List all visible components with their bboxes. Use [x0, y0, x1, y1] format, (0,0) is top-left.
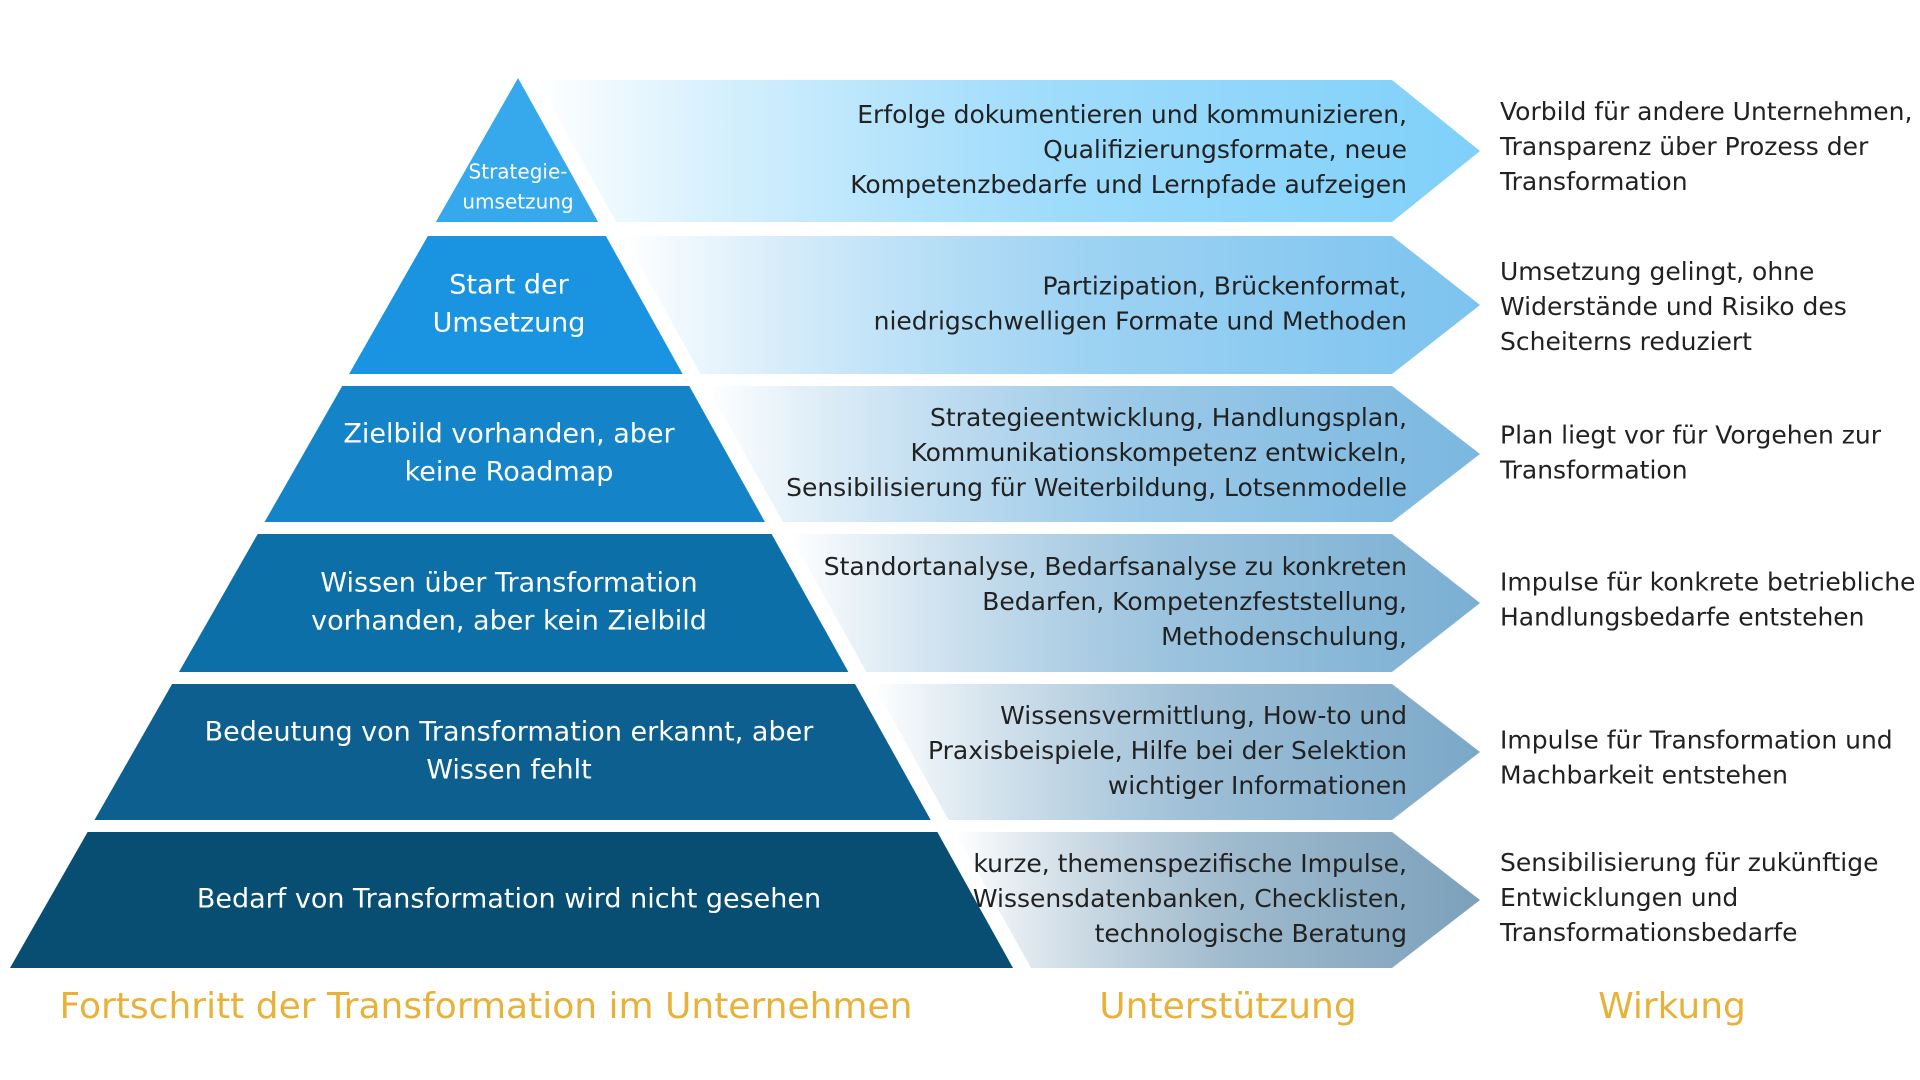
support-arrow	[789, 534, 1480, 672]
pyramid-level-label: Bedarf von Transformation wird nicht ges…	[197, 884, 821, 915]
support-text: kurze, themenspezifische Impulse,	[973, 849, 1407, 878]
pyramid-level-label: Start der	[449, 270, 569, 301]
effect-text: Umsetzung gelingt, ohne	[1500, 257, 1814, 286]
support-text: Standortanalyse, Bedarfsanalyse zu konkr…	[824, 552, 1407, 581]
effect-text: Transformation	[1499, 167, 1688, 196]
support-text: Bedarfen, Kompetenzfeststellung,	[982, 587, 1407, 616]
pyramid-level	[94, 684, 931, 820]
support-text: Strategieentwicklung, Handlungsplan,	[930, 403, 1407, 432]
effect-text: Scheiterns reduziert	[1500, 327, 1752, 356]
footer-labels: Fortschritt der Transformation im Untern…	[60, 986, 1746, 1027]
support-arrow	[623, 236, 1480, 374]
pyramid-level	[435, 78, 599, 222]
support-text: Qualifizierungsformate, neue	[1043, 135, 1407, 164]
pyramid-level-label: Wissen fehlt	[426, 755, 591, 786]
footer-support-label: Unterstützung	[1099, 986, 1356, 1027]
pyramid-level	[264, 386, 765, 522]
effect-text: Transformationsbedarfe	[1499, 918, 1798, 947]
pyramid-level-label: keine Roadmap	[405, 457, 614, 488]
footer-progress-label: Fortschritt der Transformation im Untern…	[60, 986, 913, 1027]
effect-text: Machbarkeit entstehen	[1500, 761, 1788, 790]
pyramid-level-label: Wissen über Transformation	[320, 568, 697, 599]
effect-text: Plan liegt vor für Vorgehen zur	[1500, 421, 1882, 450]
pyramid-level	[10, 832, 1013, 968]
support-text: Erfolge dokumentieren und kommunizieren,	[857, 100, 1407, 129]
support-text: Praxisbeispiele, Hilfe bei der Selektion	[928, 736, 1407, 765]
pyramid-level-label: Umsetzung	[433, 308, 586, 339]
pyramid-level	[178, 534, 849, 672]
effect-text: Vorbild für andere Unternehmen,	[1500, 97, 1912, 126]
support-text: wichtiger Informationen	[1108, 771, 1407, 800]
support-arrows: Erfolge dokumentieren und kommunizieren,…	[537, 80, 1480, 968]
support-text: Wissensdatenbanken, Checklisten,	[973, 884, 1407, 913]
support-arrow	[955, 832, 1480, 968]
effect-text: Widerstände und Risiko des	[1500, 292, 1847, 321]
footer-effect-label: Wirkung	[1598, 986, 1746, 1027]
pyramid-level-label: Strategie-	[469, 160, 568, 184]
support-arrow	[707, 386, 1480, 522]
pyramid-level-label: umsetzung	[462, 190, 573, 214]
support-text: Partizipation, Brückenformat,	[1042, 272, 1407, 301]
support-text: technologische Beratung	[1095, 919, 1407, 948]
effect-text: Impulse für konkrete betriebliche	[1500, 568, 1915, 597]
pyramid-level	[349, 236, 683, 374]
support-text: niedrigschwelligen Formate und Methoden	[874, 307, 1407, 336]
pyramid-level-label: Bedeutung von Transformation erkannt, ab…	[205, 717, 815, 748]
support-text: Wissensvermittlung, How-to und	[1000, 701, 1407, 730]
effect-text: Entwicklungen und	[1500, 883, 1738, 912]
effect-text: Sensibilisierung für zukünftige	[1500, 848, 1879, 877]
effects-column: Vorbild für andere Unternehmen, Transpare…	[1499, 97, 1915, 947]
support-arrow	[537, 80, 1480, 222]
pyramid-level-label: vorhanden, aber kein Zielbild	[311, 606, 707, 637]
support-text: Methodenschulung,	[1161, 622, 1407, 651]
effect-text: Handlungsbedarfe entstehen	[1500, 603, 1865, 632]
support-arrow	[873, 684, 1480, 820]
effect-text: Transformation	[1499, 456, 1688, 485]
support-text: Kommunikationskompetenz entwickeln,	[910, 438, 1407, 467]
effect-text: Impulse für Transformation und	[1500, 726, 1893, 755]
effect-text: Transparenz über Prozess der	[1499, 132, 1869, 161]
support-text: Kompetenzbedarfe und Lernpfade aufzeigen	[850, 170, 1407, 199]
pyramid-level-label: Zielbild vorhanden, aber	[343, 419, 675, 450]
support-text: Sensibilisierung für Weiterbildung, Lots…	[786, 473, 1407, 502]
